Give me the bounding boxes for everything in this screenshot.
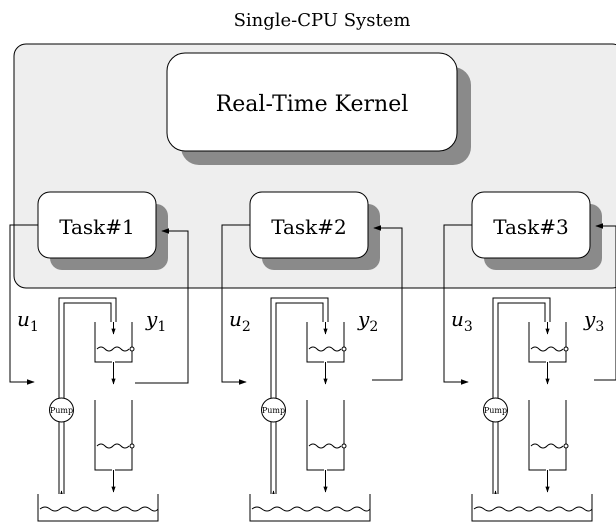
pump-pipe [58, 297, 117, 398]
process-loop-3: Task#3 u3 y3 Pump [443, 191, 616, 522]
system-title: Single-CPU System [234, 10, 411, 31]
kernel-block: Real-Time Kernel [166, 52, 471, 165]
measurement-signal-line [372, 225, 403, 381]
process-loop-1: Task#1 u1 y1 Pump [9, 191, 189, 522]
task-label: Task#2 [271, 215, 347, 239]
control-signal-label: u2 [229, 307, 251, 335]
basin [471, 494, 593, 522]
control-signal-line [443, 224, 472, 385]
task-label: Task#1 [59, 215, 135, 239]
pump-icon [483, 397, 508, 423]
upper-tank [306, 322, 345, 363]
pump-pipe [270, 297, 329, 398]
basin [37, 494, 159, 522]
pump-icon [49, 397, 74, 423]
control-signal-line [221, 224, 250, 385]
pump-icon [261, 397, 286, 423]
measurement-signal-label: y3 [583, 307, 604, 335]
control-signal-label: u3 [451, 307, 473, 335]
measurement-signal-line [135, 228, 189, 384]
lower-tank [94, 400, 133, 471]
control-signal-label: u1 [17, 307, 39, 335]
pump-label: Pump [484, 406, 507, 415]
process-loop-2: Task#2 u2 y2 Pump [221, 191, 403, 522]
lower-tank [528, 400, 567, 471]
control-signal-line [9, 224, 38, 385]
task-label: Task#3 [493, 215, 569, 239]
kernel-label: Real-Time Kernel [216, 92, 409, 117]
measurement-signal-line [594, 223, 616, 381]
measurement-signal-label: y1 [145, 307, 166, 335]
basin [249, 494, 371, 522]
lower-tank [306, 400, 345, 471]
upper-tank [94, 322, 133, 363]
pump-label: Pump [50, 406, 73, 415]
pump-pipe [492, 297, 551, 398]
upper-tank [528, 322, 567, 363]
pump-label: Pump [262, 406, 285, 415]
measurement-signal-label: y2 [357, 307, 378, 335]
